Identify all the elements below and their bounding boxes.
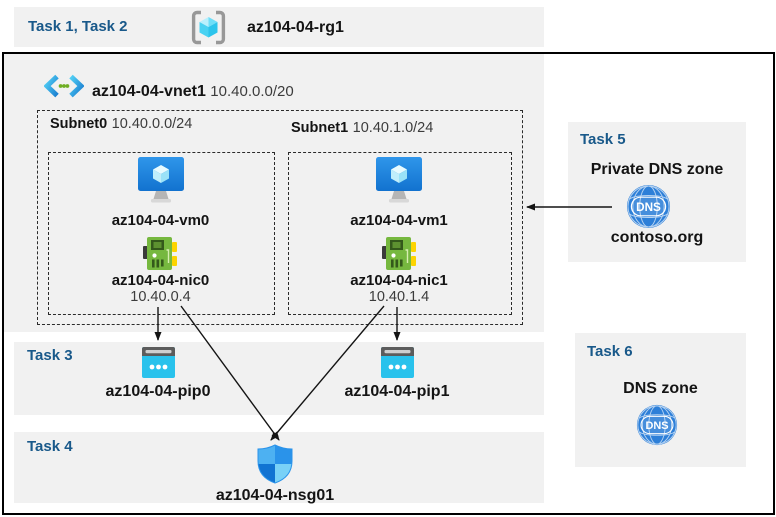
subnet0-header: Subnet0 10.40.0.0/24 [50, 115, 192, 133]
nic0-icon [143, 237, 177, 270]
subnet1-name: Subnet1 [291, 120, 349, 136]
nsg-shield-icon [257, 444, 293, 484]
dns-zone-title: DNS zone [623, 380, 698, 397]
pip1-icon [381, 347, 414, 378]
resource-group-icon [190, 9, 227, 46]
subnet0-cidr: 10.40.0.0/24 [111, 116, 193, 132]
vm1-icon [376, 157, 422, 204]
pip0-label: az104-04-pip0 [105, 383, 211, 400]
nic1-label: az104-04-nic1 [350, 272, 448, 289]
task4-label: Task 4 [27, 438, 73, 455]
nic1-ip: 10.40.1.4 [368, 289, 430, 305]
virtual-network-icon [43, 74, 85, 98]
private-dns-zone-title: Private DNS zone [590, 161, 724, 178]
subnet1-header: Subnet1 10.40.1.0/24 [291, 119, 433, 137]
contoso-zone-label: contoso.org [610, 229, 704, 246]
vm0-label: az104-04-vm0 [111, 212, 210, 229]
pip0-icon [142, 347, 175, 378]
task5-label: Task 5 [580, 131, 626, 148]
dns-icon-text: DNS [645, 420, 668, 432]
vnet-cidr: 10.40.0.0/20 [210, 83, 294, 100]
pip1-label: az104-04-pip1 [344, 383, 450, 400]
dns-zone-icon: DNS [636, 404, 678, 446]
vm1-label: az104-04-vm1 [350, 212, 448, 229]
private-dns-zone-icon: DNS [626, 184, 671, 229]
nic1-icon [382, 237, 416, 270]
dns-icon-text: DNS [636, 201, 661, 214]
task6-label: Task 6 [587, 343, 633, 360]
task1-2-label: Task 1, Task 2 [28, 18, 128, 35]
nic0-label: az104-04-nic0 [111, 272, 210, 289]
subnet1-box [288, 152, 512, 315]
vm0-icon [138, 157, 184, 204]
subnet0-name: Subnet0 [50, 116, 108, 132]
nsg-label: az104-04-nsg01 [215, 487, 335, 504]
task3-band [14, 342, 544, 415]
nic0-ip: 10.40.0.4 [130, 289, 191, 305]
subnet0-box [48, 152, 275, 315]
task1-2-band [14, 7, 544, 47]
resource-group-label: az104-04-rg1 [247, 19, 344, 36]
task3-label: Task 3 [27, 347, 73, 364]
vnet-name: az104-04-vnet1 [92, 83, 206, 100]
vnet-title: az104-04-vnet1 10.40.0.0/20 [92, 83, 294, 101]
subnet1-cidr: 10.40.1.0/24 [352, 120, 434, 136]
